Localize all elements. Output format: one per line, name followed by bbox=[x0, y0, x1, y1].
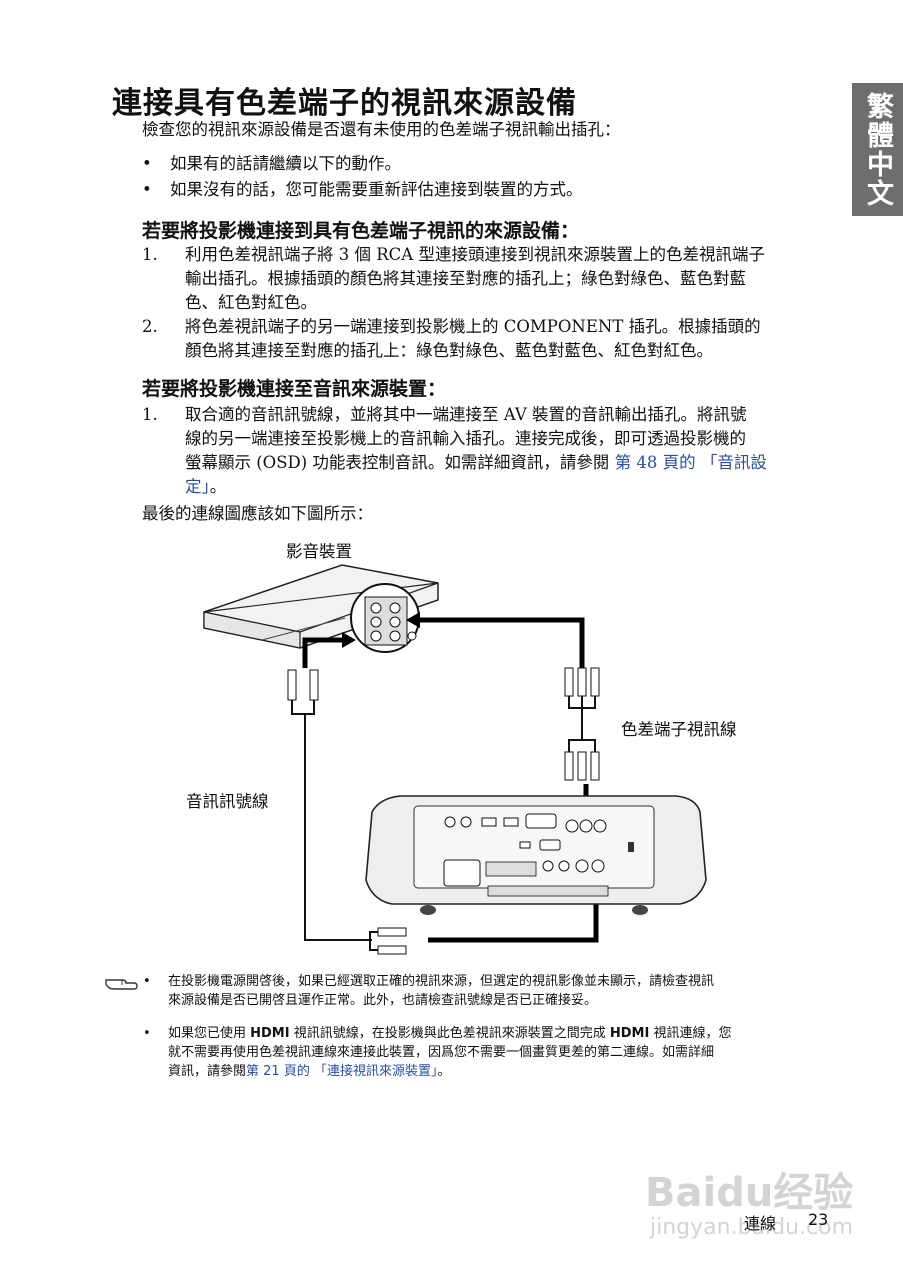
note-line: 來源設備是否已開啓且運作正常。此外，也請檢查訊號線是否已正確接妥。 bbox=[168, 993, 598, 1008]
page-title: 連接具有色差端子的視訊來源設備 bbox=[112, 86, 577, 121]
component-plugs-top bbox=[564, 667, 600, 740]
note-line: 在投影機電源開啓後，如果已經選取正確的視訊來源，但選定的視訊影像並未顯示，請檢查… bbox=[168, 974, 715, 989]
audio-settings-link[interactable]: 定」 bbox=[185, 477, 210, 496]
language-tab: 繁體中文 bbox=[852, 83, 903, 216]
projector-rear-illustration bbox=[365, 795, 707, 915]
note-line: 就不需要再使用色差視訊連線來連接此裝置，因爲您不需要一個畫質更差的第二連線。如需… bbox=[168, 1045, 715, 1060]
step-line: 線的另一端連接至投影機上的音訊輸入插孔。連接完成後，即可透過投影機的 bbox=[185, 429, 746, 448]
bullet-item: •如果有的話請繼續以下的動作。 bbox=[142, 154, 401, 173]
av-device-label: 影音裝置 bbox=[286, 542, 352, 561]
footer-section: 連線 bbox=[744, 1214, 777, 1233]
step-line: 定」。 bbox=[185, 477, 227, 496]
watermark-url: jingyan.baidu.com bbox=[650, 1215, 854, 1240]
audio-plugs-bottom bbox=[369, 927, 407, 955]
step-number: 2. bbox=[142, 317, 158, 336]
audio-settings-link[interactable]: 第 48 頁的 「音訊設 bbox=[614, 453, 767, 472]
component-plugs-bottom bbox=[564, 739, 600, 781]
step-line: 將色差視訊端子的另一端連接到投影機上的 COMPONENT 插孔。根據插頭的 bbox=[185, 317, 761, 336]
step-number: 1. bbox=[142, 245, 158, 264]
pointing-hand-icon bbox=[105, 979, 138, 990]
section-heading: 若要將投影機連接到具有色差端子視訊的來源設備： bbox=[142, 220, 580, 242]
diagram-intro: 最後的連線圖應該如下圖所示： bbox=[142, 504, 373, 523]
page-number: 23 bbox=[808, 1210, 829, 1229]
step-line: 色、紅色對紅色。 bbox=[185, 293, 317, 312]
note-bullet: • bbox=[143, 1026, 151, 1041]
note-bullet: • bbox=[143, 974, 151, 989]
audio-plugs-top bbox=[287, 669, 319, 715]
step-number: 1. bbox=[142, 405, 158, 424]
step-line: 顏色將其連接至對應的插孔上：綠色對綠色、藍色對藍色、紅色對紅色。 bbox=[185, 341, 713, 360]
step-line: 輸出插孔。根據插頭的顏色將其連接至對應的插孔上；綠色對綠色、藍色對藍 bbox=[185, 269, 746, 288]
component-cable-label: 色差端子視訊線 bbox=[621, 720, 737, 739]
watermark-logo: Baidu经验 bbox=[645, 1170, 854, 1216]
note-line: 資訊，請參閱第 21 頁的 「連接視訊來源裝置」。 bbox=[168, 1064, 451, 1079]
note-line: 如果您已使用 HDMI 視訊訊號線，在投影機與此色差視訊來源裝置之間完成 HDM… bbox=[168, 1026, 732, 1041]
step-line: 螢幕顯示 (OSD) 功能表控制音訊。如需詳細資訊，請參閱 第 48 頁的 「音… bbox=[185, 453, 767, 472]
av-device-ports-zoom bbox=[350, 583, 420, 653]
section-heading: 若要將投影機連接至音訊來源裝置： bbox=[142, 378, 447, 400]
step-line: 取合適的音訊訊號線，並將其中一端連接至 AV 裝置的音訊輸出插孔。將訊號 bbox=[185, 405, 747, 424]
connect-video-source-link[interactable]: 第 21 頁的 「連接視訊來源裝置」 bbox=[246, 1064, 438, 1079]
intro-text: 檢查您的視訊來源設備是否還有未使用的色差端子視訊輸出插孔： bbox=[142, 120, 621, 139]
audio-cable-label: 音訊訊號線 bbox=[186, 792, 269, 811]
step-line: 利用色差視訊端子將 3 個 RCA 型連接頭連接到視訊來源裝置上的色差視訊端子 bbox=[185, 245, 765, 264]
bullet-item: •如果沒有的話，您可能需要重新評估連接到裝置的方式。 bbox=[142, 180, 583, 199]
